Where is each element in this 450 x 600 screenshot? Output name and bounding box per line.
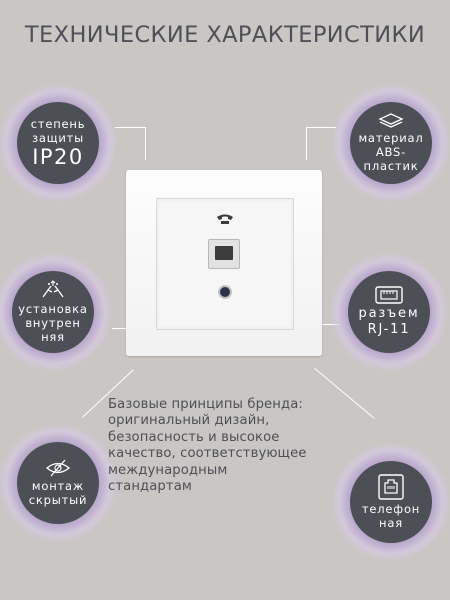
badge-mounting: монтаж скрытый (0, 424, 117, 542)
hidden-eye-icon (45, 459, 71, 477)
connector-line (112, 328, 128, 329)
page-title: ТЕХНИЧЕСКИЕ ХАРАКТЕРИСТИКИ (24, 22, 426, 48)
socket-inner-plate (156, 198, 294, 330)
layers-icon (378, 113, 404, 128)
badge-protection-line2: защиты (31, 131, 85, 145)
badge-connector-line1: разъем (358, 306, 420, 321)
badge-mounting-line2: скрытый (28, 493, 88, 507)
badge-installation-line2: внутрен (25, 316, 81, 330)
rj11-port-icon (375, 286, 403, 304)
badge-installation-line1: установка (18, 302, 88, 316)
badge-type: телефон ная (332, 443, 450, 561)
connector-line (145, 127, 146, 160)
connector-line (306, 127, 307, 160)
badge-mounting-line1: монтаж (31, 479, 85, 493)
badge-connector: разъем RJ-11 (330, 253, 448, 371)
badge-installation: установка внутрен няя (0, 253, 112, 371)
badge-protection-circle: степень защиты IP20 (17, 102, 99, 184)
rj11-port (208, 239, 240, 269)
badge-protection-value: IP20 (32, 145, 84, 169)
brand-description: Базовые принципы бренда: оригинальный ди… (108, 397, 307, 495)
phone-socket-image (126, 170, 322, 356)
badge-type-line1: телефон (361, 502, 421, 516)
badge-material: материал ABS- пластик (332, 84, 450, 202)
socket-screw (218, 285, 232, 299)
phone-jack-icon (378, 474, 404, 500)
badge-protection: степень защиты IP20 (0, 84, 117, 202)
badge-protection-line1: степень (30, 117, 86, 131)
connector-line (115, 127, 145, 128)
badge-material-circle: материал ABS- пластик (350, 102, 432, 184)
badge-type-circle: телефон ная (350, 461, 432, 543)
badge-mounting-circle: монтаж скрытый (17, 442, 99, 524)
hands-icon (42, 280, 64, 298)
phone-handset-icon (217, 214, 233, 224)
badge-type-line2: ная (379, 516, 403, 530)
badge-connector-line2: RJ-11 (367, 322, 411, 337)
badge-connector-circle: разъем RJ-11 (348, 271, 430, 353)
badge-material-line3: пластик (363, 159, 419, 173)
badge-material-line2: ABS- (375, 145, 407, 159)
badge-material-line1: материал (358, 131, 424, 145)
connector-line (306, 127, 336, 128)
badge-installation-line3: няя (41, 330, 65, 344)
badge-installation-circle: установка внутрен няя (12, 271, 94, 353)
